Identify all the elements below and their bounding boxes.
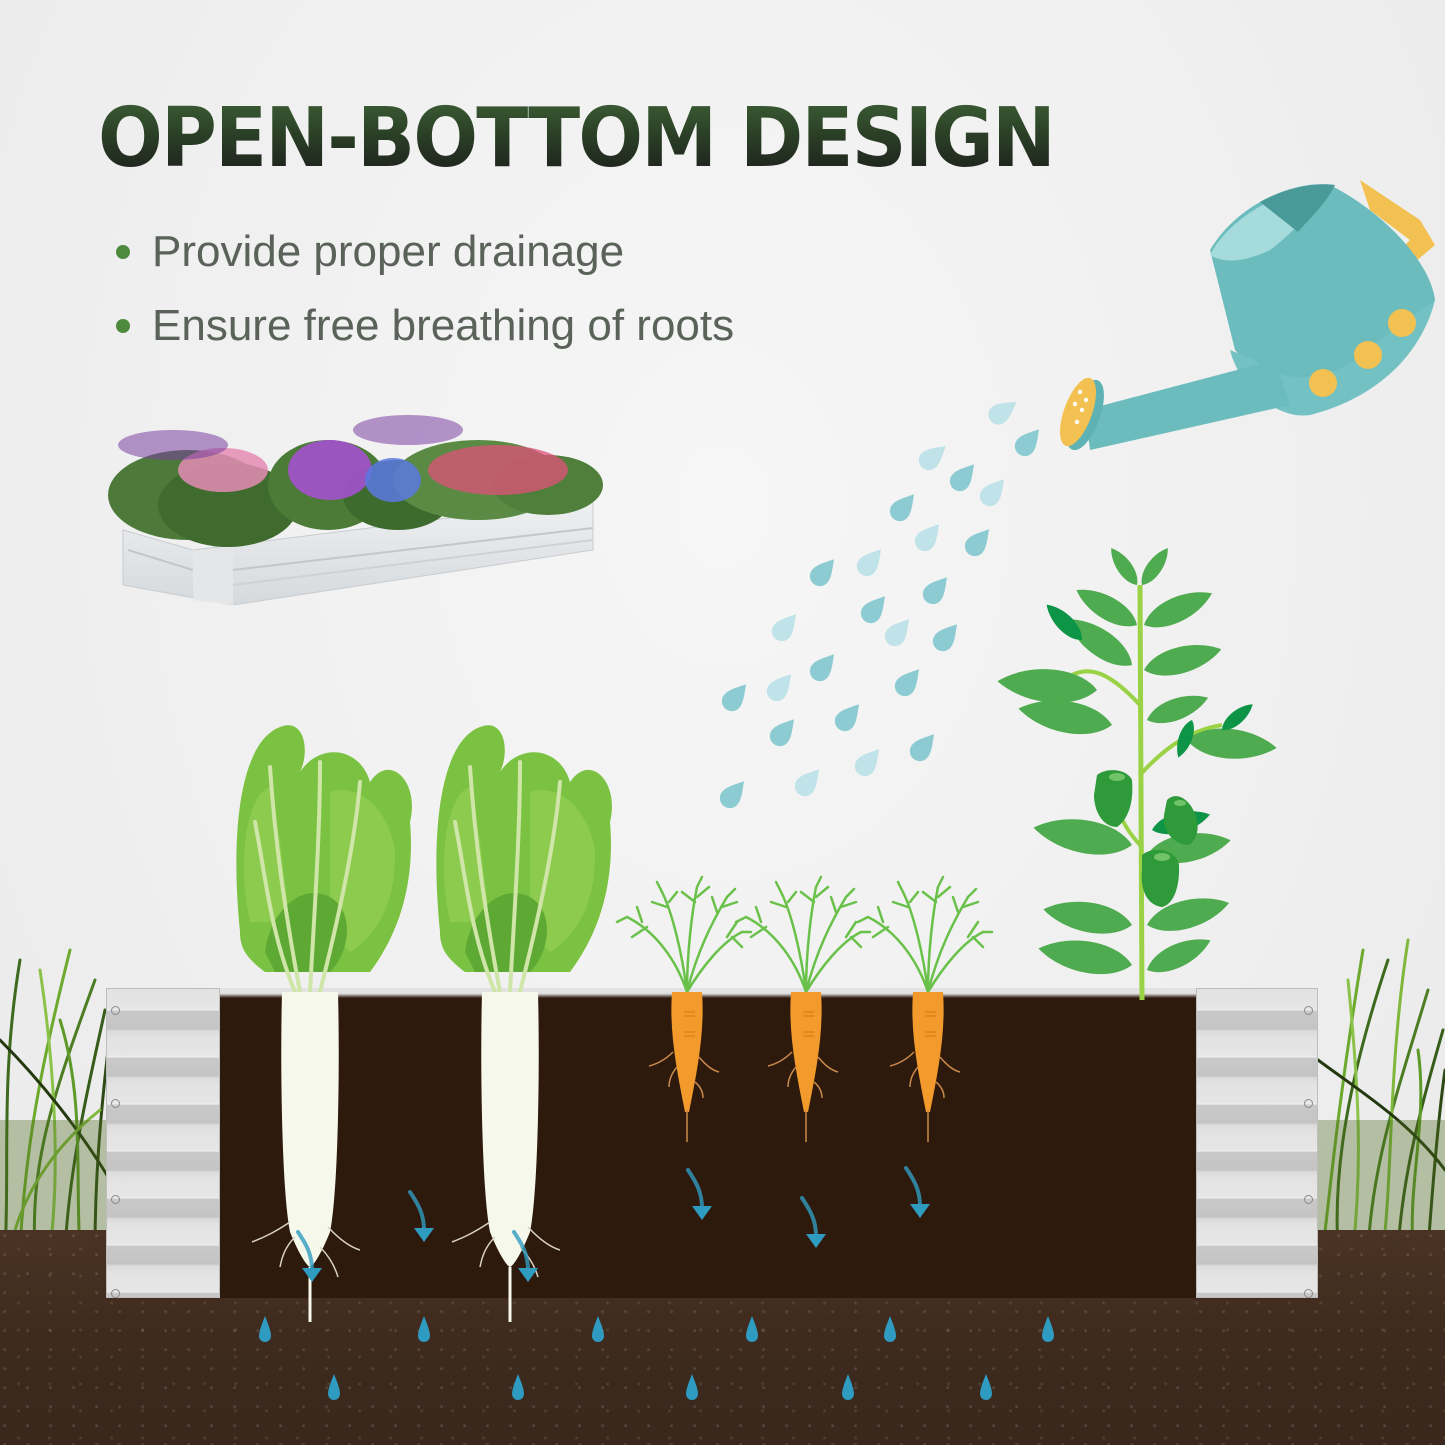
bullet-icon: [116, 245, 130, 259]
bed-soil: [220, 996, 1196, 1298]
rivet-icon: [1304, 1006, 1313, 1015]
feature-item: Ensure free breathing of roots: [112, 289, 734, 363]
carrot-icon: [734, 875, 872, 1144]
grass-left: [0, 948, 110, 1250]
rivet-icon: [111, 1006, 120, 1015]
page-title: OPEN-BOTTOM DESIGN: [98, 91, 1056, 186]
rivet-icon: [111, 1195, 120, 1204]
carrot-icon: [615, 875, 753, 1144]
rivet-icon: [111, 1099, 120, 1108]
grass-right: [1318, 938, 1445, 1250]
ground-drops: [259, 1316, 1054, 1400]
carrot-icon: [856, 875, 994, 1144]
arrow-down-icon: [800, 1196, 828, 1250]
radish-icon: [434, 723, 614, 1324]
bullet-icon: [116, 319, 130, 333]
feature-label: Ensure free breathing of roots: [152, 301, 735, 350]
radish-icon: [234, 723, 414, 1324]
rivet-icon: [1304, 1099, 1313, 1108]
feature-item: Provide proper drainage: [112, 215, 734, 289]
rivet-icon: [1304, 1195, 1313, 1204]
arrow-down-icon: [408, 1190, 436, 1244]
steel-wall-right: [1196, 988, 1318, 1298]
pepper-plant-icon: [995, 545, 1278, 1000]
watering-can-icon: [1059, 180, 1435, 450]
arrow-down-icon: [686, 1168, 714, 1222]
feature-label: Provide proper drainage: [152, 227, 625, 276]
rivet-icon: [111, 1289, 120, 1298]
feature-list: Provide proper drainage Ensure free brea…: [112, 215, 734, 363]
planter-photo: [108, 415, 603, 605]
rivet-icon: [1304, 1289, 1313, 1298]
soil-surface: [220, 988, 1196, 998]
steel-wall-left: [106, 988, 220, 1298]
arrow-down-icon: [904, 1166, 932, 1220]
